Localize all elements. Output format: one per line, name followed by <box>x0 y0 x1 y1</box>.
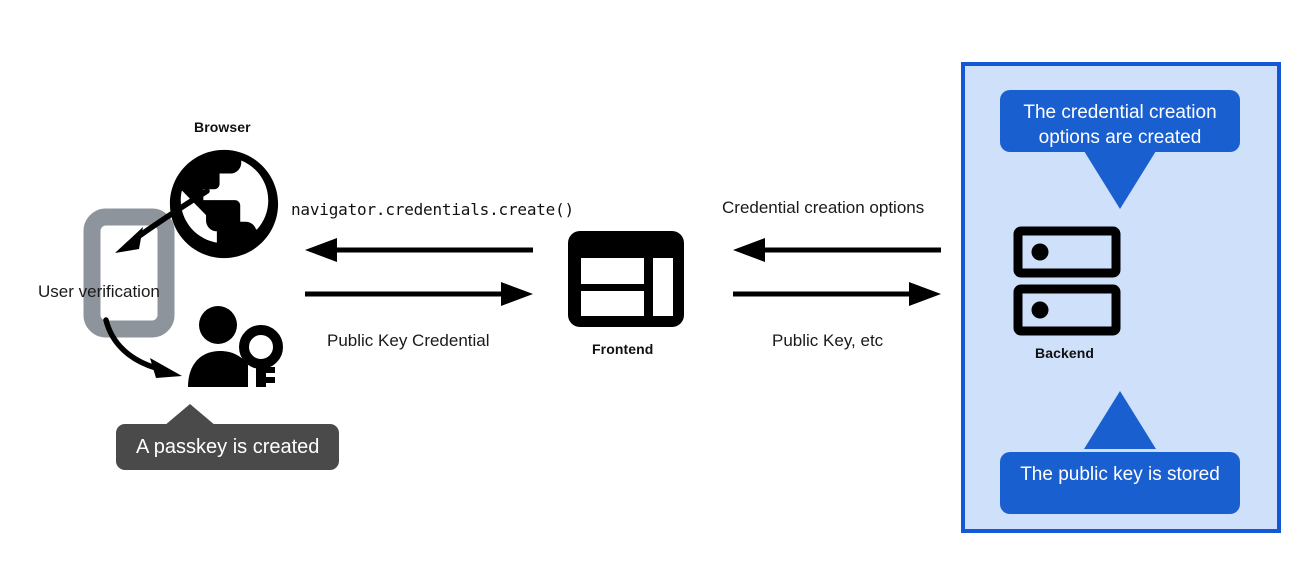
server-rack-icon <box>1013 226 1121 336</box>
smartphone-icon <box>83 208 175 338</box>
globe-icon <box>165 145 283 263</box>
browser-label: Browser <box>194 119 251 135</box>
arrow-frontend-to-backend <box>733 282 941 306</box>
arrow-label-public-key-etc: Public Key, etc <box>772 331 884 350</box>
arrow-frontend-to-browser <box>305 238 533 262</box>
web-layout-icon <box>568 231 684 327</box>
frontend-label: Frontend <box>592 341 654 357</box>
callout-credential-options-tail <box>1084 151 1156 209</box>
passkey-created-tooltip: A passkey is created <box>116 424 340 470</box>
arrow-browser-to-frontend <box>305 282 533 306</box>
user-verification-label: User verification <box>38 282 160 301</box>
arrow-label-credential-creation-options: Credential creation options <box>722 198 925 217</box>
callout-public-key-stored: The public key is stored <box>1000 452 1240 514</box>
arrow-label-public-key-credential: Public Key Credential <box>327 331 490 350</box>
passkey-tooltip-tail <box>164 404 216 426</box>
callout-credential-options: The credential creation options are crea… <box>1000 90 1240 152</box>
arrow-label-navigator-create: navigator.credentials.create() <box>291 200 574 219</box>
arrow-backend-to-frontend <box>733 238 941 262</box>
person-key-icon <box>186 305 286 390</box>
arrow-phone-to-passkey <box>100 317 210 388</box>
backend-label: Backend <box>1035 345 1095 361</box>
arrow-browser-to-phone <box>95 185 215 270</box>
callout-public-key-stored-tail <box>1084 391 1156 449</box>
